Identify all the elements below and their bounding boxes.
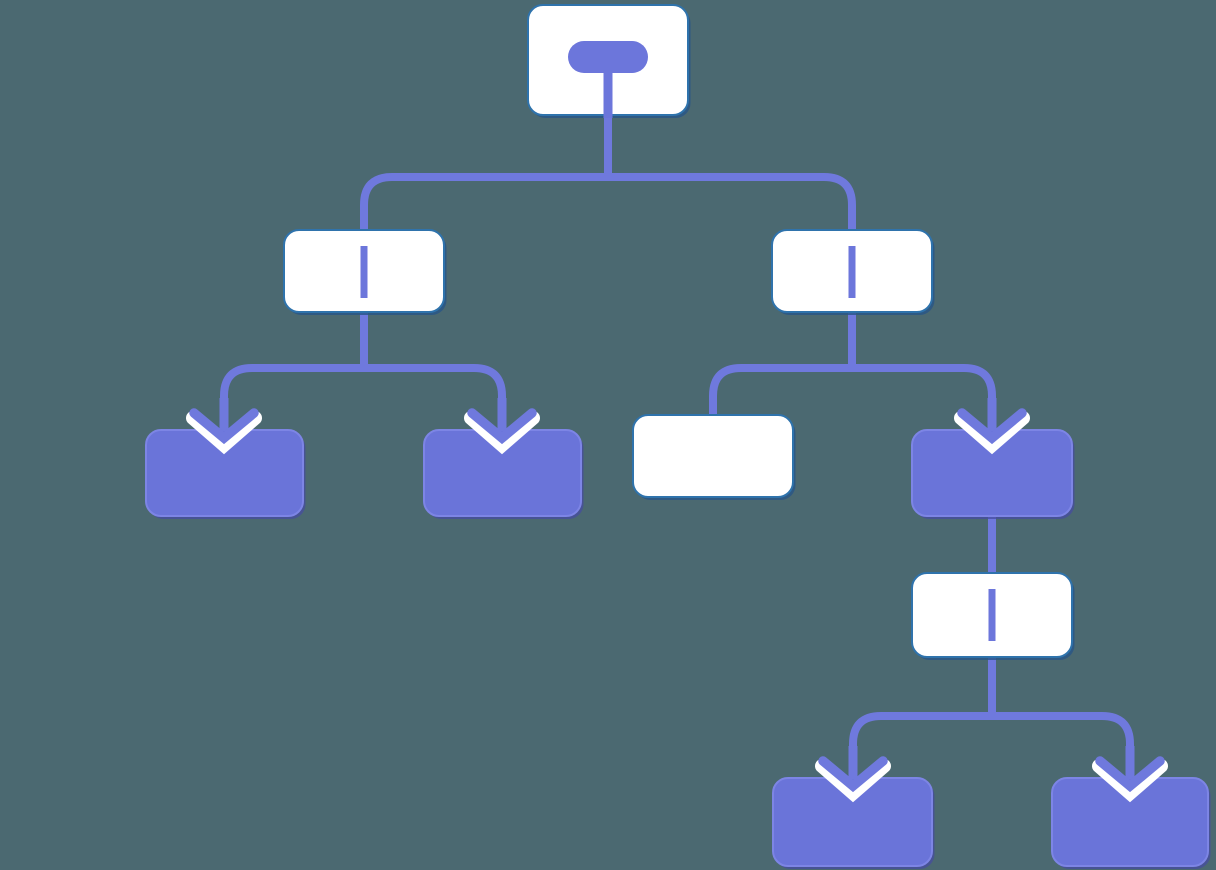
arrow-down-chevron-icon bbox=[464, 398, 540, 455]
edge-lower-rail bbox=[849, 712, 1134, 772]
chevron-arrow bbox=[957, 408, 1027, 445]
arrows-layer bbox=[186, 398, 1168, 803]
tree-node-leaf-plain[interactable] bbox=[632, 414, 794, 498]
arrow-down-chevron-icon bbox=[954, 398, 1030, 455]
chevron-outline bbox=[815, 759, 891, 803]
arrow-down-chevron-icon bbox=[186, 398, 262, 455]
pill-shape bbox=[568, 41, 648, 73]
chevron-outline bbox=[954, 411, 1030, 455]
edges-layer bbox=[220, 113, 1134, 772]
chevron-arrow bbox=[818, 756, 888, 793]
arrow-down-chevron-icon bbox=[815, 746, 891, 803]
pill-handle-icon bbox=[568, 41, 648, 118]
edge-left-rail bbox=[220, 364, 506, 424]
glyphs-layer bbox=[360, 41, 996, 641]
edge-right-rail bbox=[709, 364, 996, 424]
chevron-arrow bbox=[467, 408, 537, 445]
chevron-arrow bbox=[189, 408, 259, 445]
chevron-arrow bbox=[1095, 756, 1165, 793]
chevron-outline bbox=[464, 411, 540, 455]
nodes-layer bbox=[145, 4, 1211, 869]
edge-root-rail bbox=[360, 173, 856, 230]
chevron-outline bbox=[1092, 759, 1168, 803]
arrow-down-chevron-icon bbox=[1092, 746, 1168, 803]
chevron-outline bbox=[186, 411, 262, 455]
